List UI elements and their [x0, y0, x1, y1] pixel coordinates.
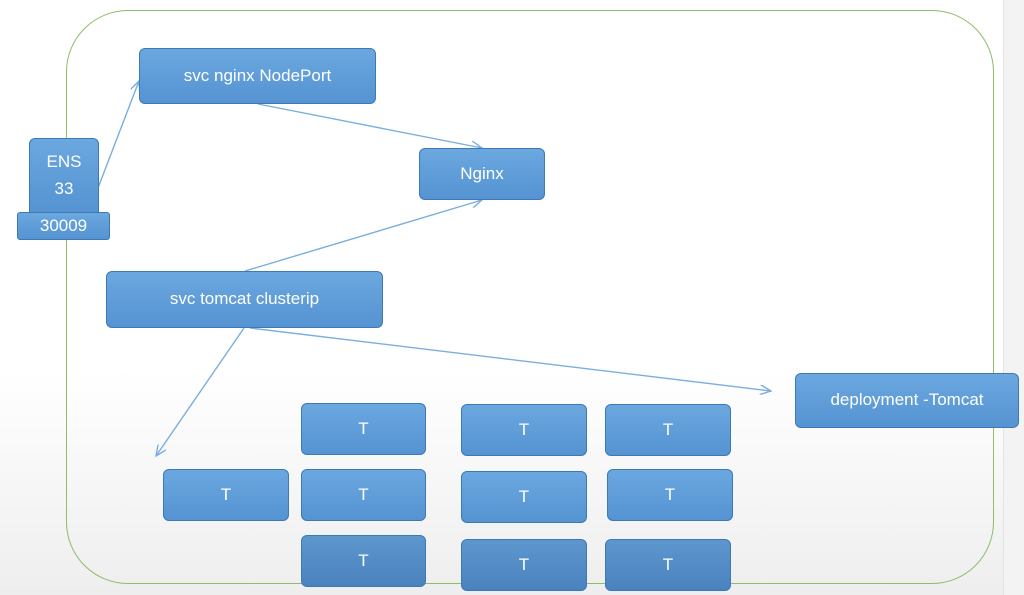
pod-label: T [358, 484, 369, 504]
svc-nginx-label: svc nginx NodePort [183, 65, 332, 85]
pod-node[interactable]: T [605, 539, 731, 591]
pod-node[interactable]: T [607, 469, 733, 521]
pod-label: T [662, 554, 674, 574]
deployment-label: deployment -Tomcat [830, 390, 984, 410]
ens-node[interactable]: ENS 33 [29, 138, 99, 213]
port-node-label: 30009 [39, 215, 88, 235]
pod-label: T [662, 419, 674, 439]
pod-label: T [220, 484, 232, 504]
pod-node[interactable]: T [163, 469, 289, 521]
pod-node[interactable]: T [301, 535, 426, 587]
pod-label: T [358, 418, 369, 438]
svc-tomcat-label: svc tomcat clusterip [169, 289, 320, 309]
pod-node[interactable]: T [605, 404, 731, 456]
pod-label: T [518, 419, 530, 439]
pod-label: T [518, 486, 530, 506]
svc-tomcat-node[interactable]: svc tomcat clusterip [106, 271, 383, 328]
deployment-tomcat-node[interactable]: deployment -Tomcat [795, 373, 1019, 428]
pod-node[interactable]: T [461, 404, 587, 456]
scrollbar[interactable] [1003, 0, 1024, 595]
pod-node[interactable]: T [461, 471, 587, 523]
pod-label: T [664, 484, 676, 504]
nginx-label: Nginx [460, 163, 504, 183]
pod-node[interactable]: T [301, 403, 426, 455]
pod-node[interactable]: T [301, 469, 426, 521]
pod-label: T [518, 554, 530, 574]
port-node[interactable]: 30009 [17, 212, 110, 240]
pod-node[interactable]: T [461, 539, 587, 591]
ens-node-line2: 33 [54, 178, 74, 198]
nginx-node[interactable]: Nginx [419, 148, 545, 200]
ens-node-line1: ENS [46, 152, 82, 172]
pod-label: T [358, 550, 369, 570]
svc-nginx-node[interactable]: svc nginx NodePort [139, 48, 376, 104]
